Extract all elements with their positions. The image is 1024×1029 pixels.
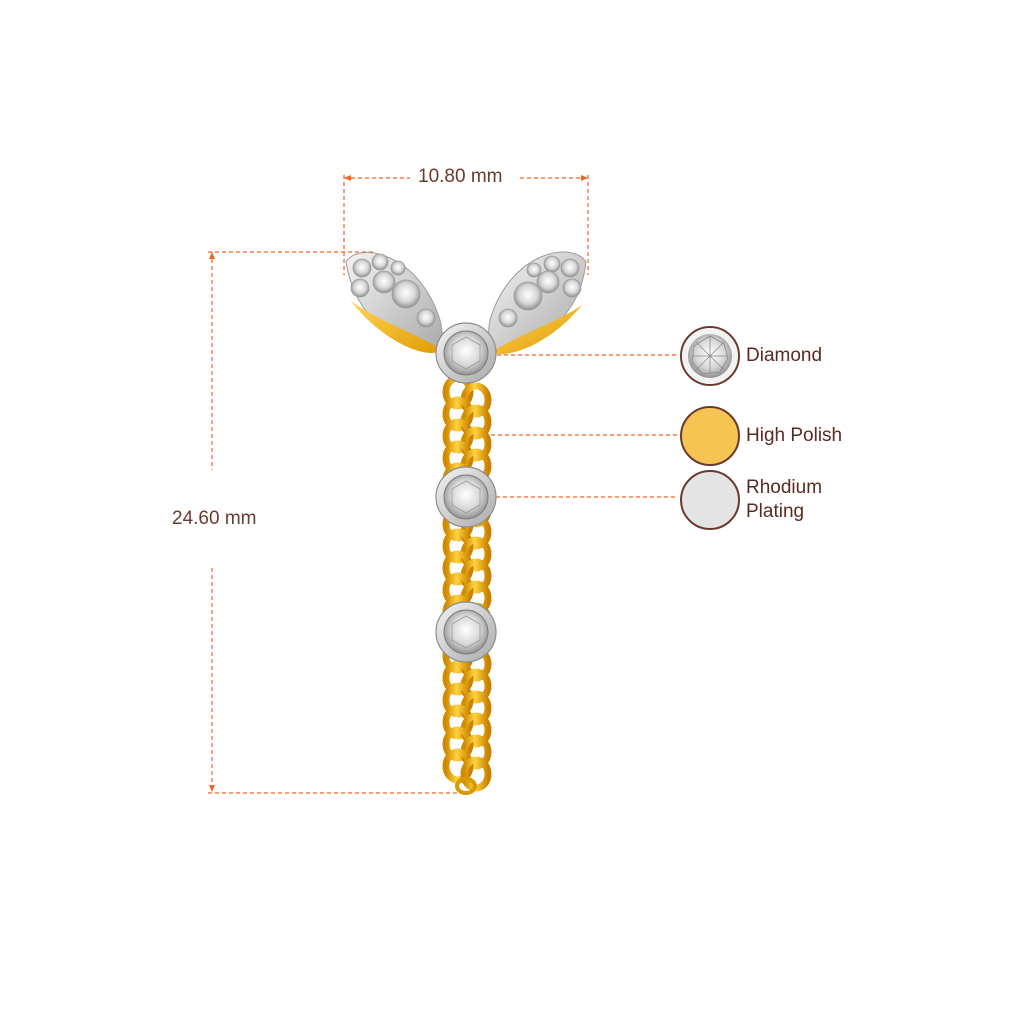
legend-label-rhodium-line1: Rhodium [746,477,823,498]
pave-diamond [390,260,406,276]
bezel-set-diamonds [435,322,497,663]
rhodium-swatch-icon [680,470,740,530]
pave-diamond [416,308,436,328]
legend-label-rhodium-plating: Rhodium Plating [746,476,822,524]
width-dimension-label: 10.80 mm [416,166,505,188]
pave-diamond [352,258,372,278]
gold-chain [442,374,492,795]
legend-item-rhodium-plating: Rhodium Plating [680,470,822,530]
pave-diamond [562,278,582,298]
diamond-swatch-icon [680,326,740,386]
legend-item-diamond: Diamond [680,326,822,386]
pave-diamond [391,279,421,309]
legend-item-high-polish: High Polish [680,406,842,466]
legend-label-high-polish: High Polish [746,425,843,446]
pave-diamond [350,278,370,298]
pave-diamond [371,253,389,271]
arrow-heads [209,175,588,792]
gold-swatch-icon [680,406,740,466]
pave-diamond [560,258,580,278]
bezel-diamond [435,322,497,384]
pave-diamond [536,270,560,294]
height-dimension-label: 24.60 mm [172,508,257,529]
pave-diamond [372,270,396,294]
dimension-lines [208,175,678,794]
chain-end-ring [455,777,477,795]
bezel-diamond [435,466,497,528]
pave-diamond [543,255,561,273]
pave-diamond [513,281,543,311]
pave-diamond [498,308,518,328]
pave-diamonds [350,253,582,328]
legend-label-rhodium-line2: Plating [746,501,805,522]
bezel-diamond [435,601,497,663]
legend-label-diamond: Diamond [746,345,823,366]
pave-diamond [526,262,542,278]
